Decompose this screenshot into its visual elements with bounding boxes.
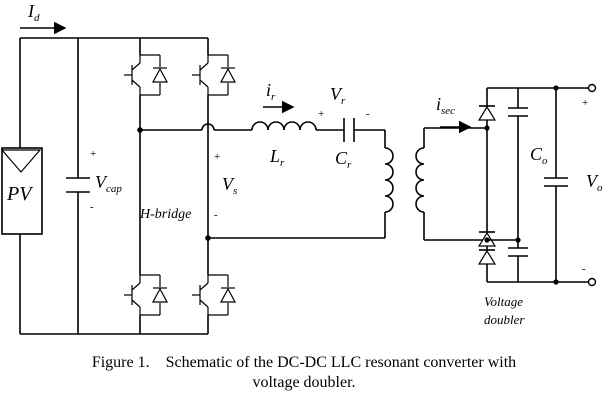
label-vcap: Vcap [95,172,122,195]
igbt-q3 [123,274,168,316]
svg-text:-: - [366,108,370,120]
llc-converter-schematic: Id PV + - Vcap H-bridge + [0,1,603,335]
caption-line-2: voltage doubler. [252,374,356,391]
voltage-doubler: Co + - Vo Voltage doubler [477,83,603,327]
label-vo: Vo [586,171,603,194]
label-hbridge: H-bridge [139,207,191,222]
igbt-q2 [191,54,236,96]
label-voltage-doubler-2: doubler [484,312,525,327]
transformer-secondary [415,147,425,213]
label-ir: ir [266,80,276,103]
label-cr: Cr [335,148,352,171]
inductor-lr [251,121,317,131]
diode-d1 [477,105,497,121]
capacitor-vcap: + - Vcap [66,38,122,334]
svg-text:+: + [582,97,588,109]
transformer: isec [384,94,487,241]
diode-d3 [477,249,497,265]
caption-line-1: Figure 1. Schematic of the DC-DC LLC res… [91,354,517,371]
current-id-arrow: Id [20,1,67,35]
svg-text:+: + [318,108,324,120]
label-vs: Vs [222,174,237,197]
svg-text:+: + [214,151,220,163]
h-bridge: H-bridge + - Vs [123,37,237,335]
svg-text:+: + [90,148,96,160]
output-terminal-positive [587,83,597,93]
label-co: Co [530,144,548,167]
output-terminal-negative [587,277,597,287]
label-lr: Lr [269,146,285,169]
svg-text:-: - [582,263,586,275]
igbt-q4 [191,274,236,316]
pv-source: PV [0,37,140,335]
svg-text:-: - [214,209,218,221]
pv-label: PV [6,183,34,205]
label-voltage-doubler-1: Voltage [484,294,523,309]
resonant-tank: ir Lr + - Vr Cr [140,80,386,239]
transformer-primary [384,147,394,213]
svg-text:-: - [90,201,94,213]
label-vr: Vr [330,84,346,107]
label-isec: isec [436,94,455,117]
label-id: Id [27,1,40,24]
igbt-q1 [123,54,168,96]
figure-caption: Figure 1. Schematic of the DC-DC LLC res… [0,353,608,393]
